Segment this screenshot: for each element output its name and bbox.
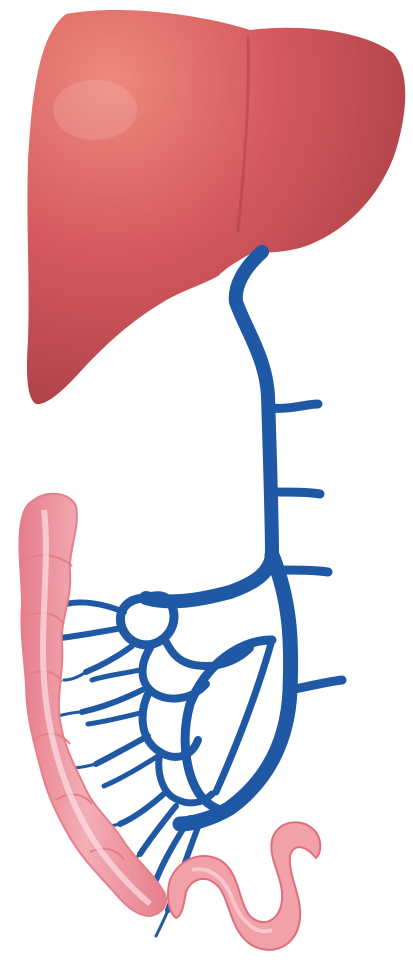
liver-icon [27, 10, 405, 404]
